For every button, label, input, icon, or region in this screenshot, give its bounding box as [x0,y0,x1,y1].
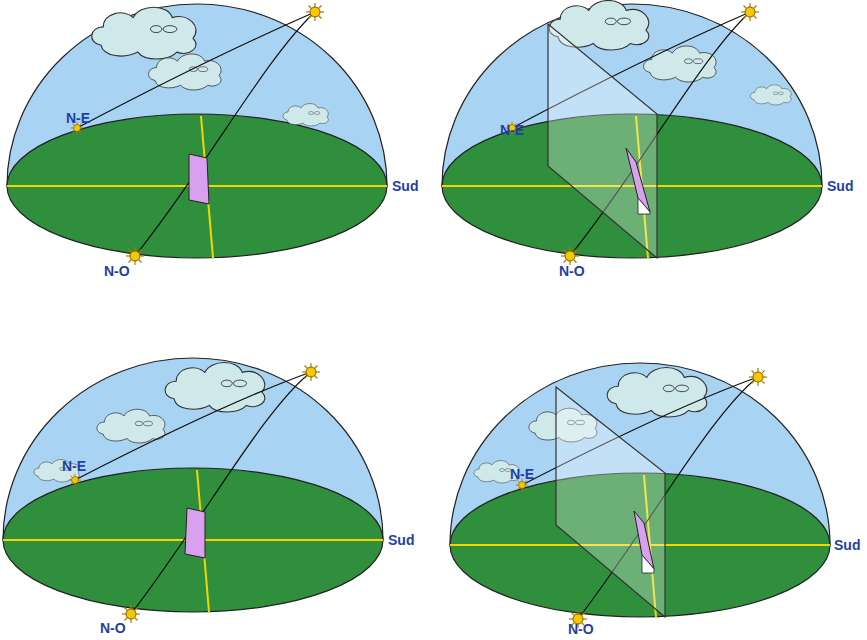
direction-label: Sud [392,178,418,194]
direction-label: N-O [104,263,130,279]
direction-label: N-E [500,122,524,138]
direction-label: N-O [100,620,126,636]
direction-label: N-E [66,110,90,126]
direction-label: N-O [568,621,594,637]
direction-label: N-O [559,263,585,279]
direction-label: Sud [388,532,414,548]
direction-label: N-E [62,458,86,474]
direction-label: N-E [510,466,534,482]
direction-label: Sud [827,178,853,194]
direction-label: Sud [834,537,860,553]
